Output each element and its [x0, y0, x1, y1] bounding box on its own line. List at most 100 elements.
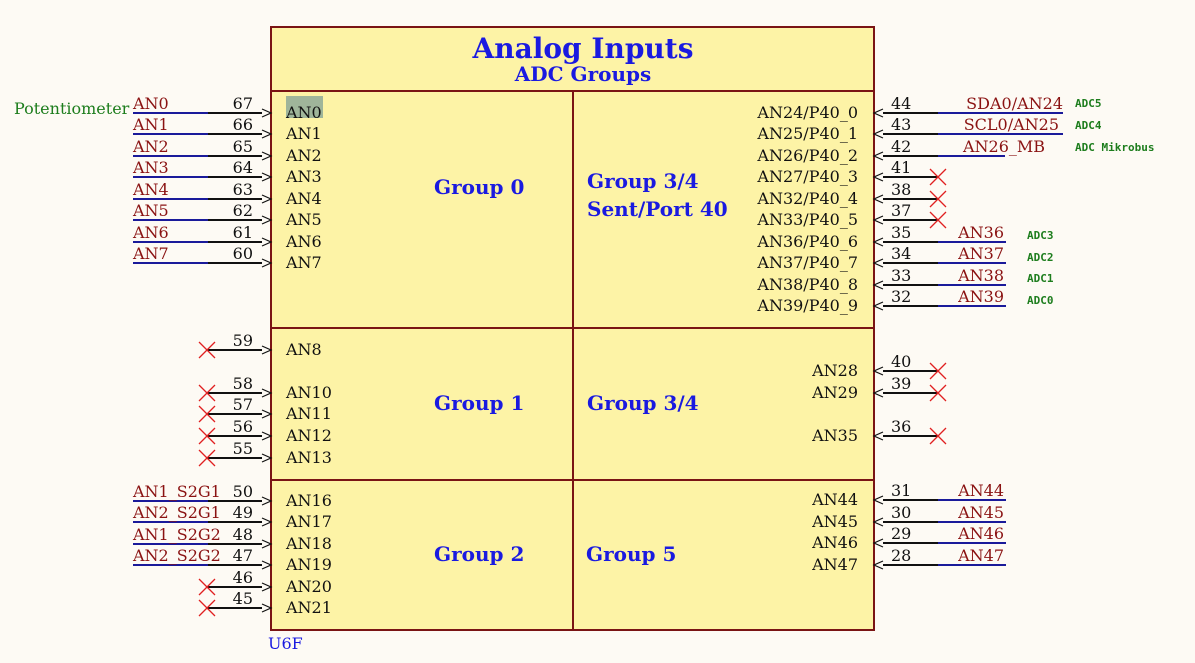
pin-number: 65	[233, 137, 253, 156]
pin-name: AN18	[285, 534, 332, 553]
pin-name: AN11	[285, 404, 332, 423]
net-label: AN39	[957, 287, 1004, 306]
pin-37[interactable]: 37 AN33/P40_5	[756, 201, 947, 229]
pin-number: 61	[233, 223, 253, 242]
pin-number: 39	[891, 374, 911, 393]
pin-number: 35	[891, 223, 911, 242]
group-label: Group 3/4	[587, 169, 699, 193]
pin-number: 67	[233, 94, 253, 113]
no-connect-mark	[929, 384, 947, 402]
net-label: AN26_MB	[962, 137, 1045, 156]
component-body[interactable]	[270, 26, 875, 631]
component-title: Analog Inputs	[472, 32, 694, 65]
pin-number: 29	[891, 524, 911, 543]
group-label: Sent/Port 40	[587, 197, 728, 221]
pin-arrow	[261, 388, 273, 398]
no-connect-mark	[198, 384, 216, 402]
pin-number: 62	[233, 201, 253, 220]
pin-arrow	[261, 194, 273, 204]
pin-arrow	[872, 431, 884, 441]
pin-number: 46	[233, 568, 253, 587]
pin-arrow	[261, 151, 273, 161]
net-label: AN44	[957, 481, 1004, 500]
net-label: AN1_S2G1	[132, 482, 221, 501]
group-label: Group 0	[434, 175, 524, 199]
adc-note: ADC1	[1027, 272, 1054, 285]
pin-number: 63	[233, 180, 253, 199]
pin-name: AN27/P40_3	[756, 167, 858, 186]
pin-name: AN33/P40_5	[756, 210, 858, 229]
pin-number: 57	[233, 395, 253, 414]
pin-arrow	[261, 582, 273, 592]
pin-name: AN19	[285, 555, 332, 574]
pin-number: 56	[233, 417, 253, 436]
pin-number: 32	[891, 287, 911, 306]
pin-number: 37	[891, 201, 911, 220]
no-connect-mark	[198, 405, 216, 423]
group-label: Group 2	[434, 542, 524, 566]
net-label: AN5	[132, 201, 169, 220]
pin-arrow	[872, 301, 884, 311]
pin-name: AN21	[285, 598, 332, 617]
net-label: AN38	[957, 266, 1004, 285]
pin-arrow	[872, 560, 884, 570]
pin-name: AN7	[285, 253, 322, 272]
pin-arrow	[261, 517, 273, 527]
pin-name: AN36/P40_6	[756, 232, 858, 251]
pin-number: 43	[891, 115, 911, 134]
net-label: AN45	[957, 503, 1004, 522]
net-label: AN2_S2G1	[132, 503, 221, 522]
pin-number: 36	[891, 417, 911, 436]
no-connect-mark	[198, 341, 216, 359]
net-label: AN2	[132, 137, 169, 156]
pin-arrow	[872, 194, 884, 204]
pin-name: AN37/P40_7	[756, 253, 858, 272]
pin-arrow	[872, 151, 884, 161]
pin-name: AN3	[285, 167, 322, 186]
pin-name: AN8	[285, 340, 322, 359]
group-label: Group 1	[434, 391, 524, 415]
pin-name: AN10	[285, 383, 332, 402]
no-connect-mark	[198, 449, 216, 467]
pin-name: AN25/P40_1	[756, 124, 858, 143]
pin-arrow	[872, 237, 884, 247]
pin-arrow	[261, 108, 273, 118]
pin-name: AN13	[285, 448, 332, 467]
component-designator: U6F	[268, 634, 303, 653]
pin-57[interactable]: 57 AN11	[198, 395, 332, 423]
